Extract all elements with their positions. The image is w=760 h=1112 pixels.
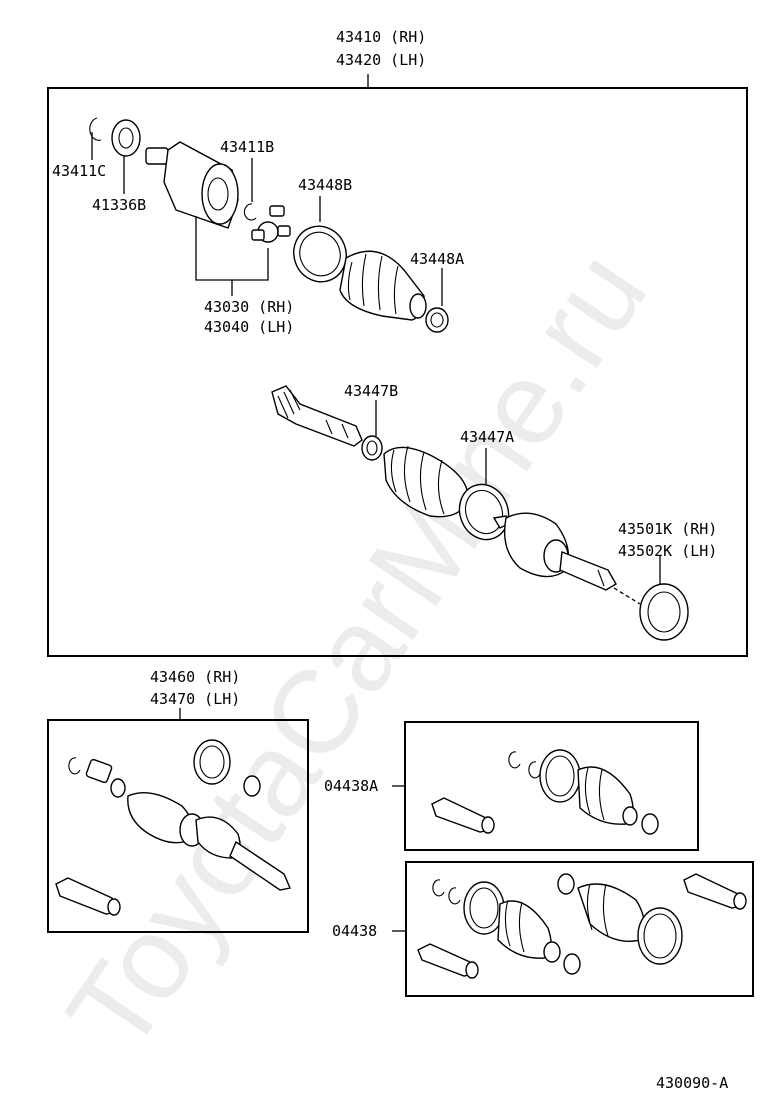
label-seal-rh[interactable]: 43501K (RH): [618, 520, 717, 538]
label-seal-lh[interactable]: 43502K (LH): [618, 542, 717, 560]
label-clamp-448b[interactable]: 43448B: [298, 176, 352, 194]
label-snap-ring-c[interactable]: 43411C: [52, 162, 106, 180]
outer-joint-kit-parts: [55, 739, 291, 916]
clamp-448a-part: [425, 307, 449, 333]
diagram-code: 430090-A: [656, 1074, 728, 1092]
tripod-joint: [251, 205, 291, 243]
label-assy-rh[interactable]: 43410 (RH): [336, 28, 426, 46]
outboard-boot: [383, 445, 469, 518]
clamp-448b-part: [293, 225, 347, 283]
label-outer-rh[interactable]: 43460 (RH): [150, 668, 240, 686]
main-assembly-frame: [47, 87, 748, 657]
inboard-joint-housing: [145, 141, 239, 229]
kit-frame: [405, 861, 754, 997]
inboard-boot: [339, 250, 427, 321]
seal-b-inner: [118, 127, 134, 149]
label-kit[interactable]: 04438: [332, 922, 377, 940]
seal-b-part: [111, 119, 141, 157]
label-snap-ring-b[interactable]: 43411B: [220, 138, 274, 156]
label-clamp-447b[interactable]: 43447B: [344, 382, 398, 400]
clamp-447b-part: [361, 435, 383, 461]
outboard-joint: [492, 512, 617, 591]
label-outer-lh[interactable]: 43470 (LH): [150, 690, 240, 708]
drive-shaft: [271, 385, 363, 447]
clamp-448b-inner: [299, 231, 341, 277]
label-clamp-447a[interactable]: 43447A: [460, 428, 514, 446]
label-tripod-rh[interactable]: 43030 (RH): [204, 298, 294, 316]
label-seal-b[interactable]: 41336B: [92, 196, 146, 214]
outer-joint-frame: [47, 719, 309, 933]
clamp-447b-inner: [366, 440, 378, 456]
snap-ring-b-part: [243, 203, 257, 221]
label-kit-a[interactable]: 04438A: [324, 777, 378, 795]
watermark: ToyotaCarMine.ru: [42, 229, 672, 1075]
kit-parts: [417, 873, 747, 979]
kit-a-parts: [431, 749, 659, 835]
label-tripod-lh[interactable]: 43040 (LH): [204, 318, 294, 336]
seal-k-dashed: [613, 587, 641, 605]
snap-ring-c-part: [89, 117, 102, 141]
clamp-448a-inner: [430, 312, 444, 328]
seal-k-inner: [647, 591, 681, 633]
label-assy-lh[interactable]: 43420 (LH): [336, 51, 426, 69]
watermark-text: ToyotaCarMine.ru: [42, 229, 672, 1075]
tripod-bracket: [195, 216, 269, 281]
label-clamp-448a[interactable]: 43448A: [410, 250, 464, 268]
clamp-447a-inner: [464, 489, 504, 535]
